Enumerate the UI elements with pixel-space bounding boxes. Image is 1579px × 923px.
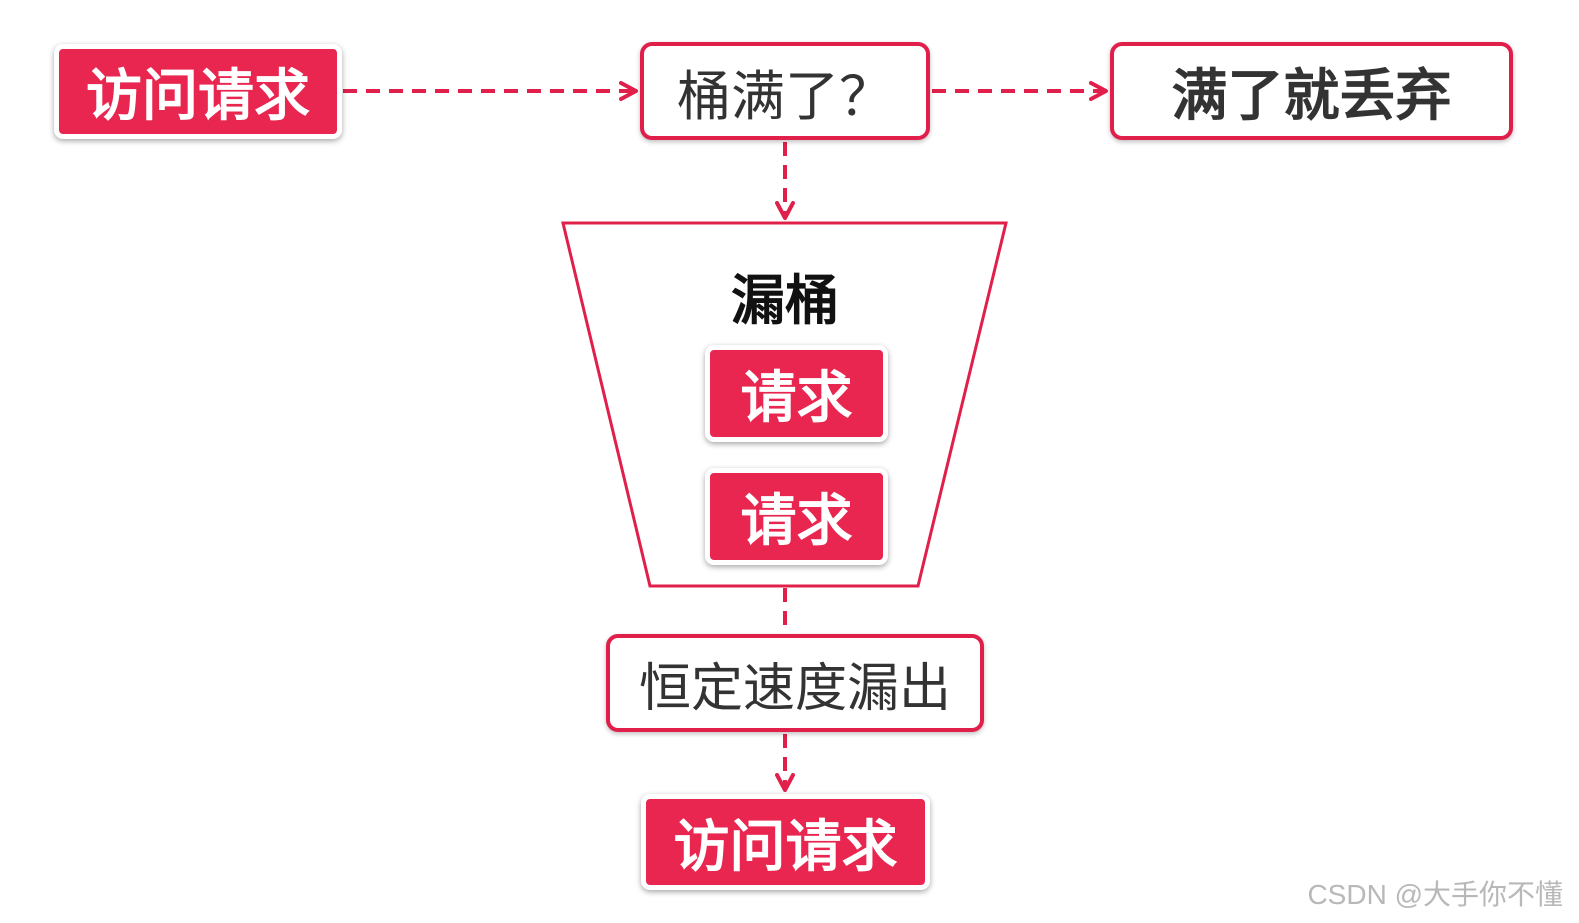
node-leak-rate: 恒定速度漏出: [606, 634, 984, 732]
node-discard: 满了就丢弃: [1110, 42, 1513, 140]
node-request-out-label: 访问请求: [673, 814, 898, 880]
node-bucket-request-1: 请求: [705, 345, 888, 442]
node-bucket-request-2-label: 请求: [740, 489, 853, 554]
node-full-check-label: 桶满了？: [677, 64, 893, 128]
node-request-out: 访问请求: [641, 794, 930, 890]
node-request-in-label: 访问请求: [86, 64, 310, 129]
node-discard-label: 满了就丢弃: [1171, 63, 1452, 129]
node-full-check: 桶满了？: [640, 42, 930, 140]
watermark: CSDN @大手你不懂: [1307, 879, 1563, 910]
node-request-in: 访问请求: [54, 44, 342, 139]
bucket-title: 漏桶: [731, 269, 839, 332]
node-bucket-request-1-label: 请求: [740, 366, 853, 431]
node-bucket-request-2: 请求: [705, 468, 888, 565]
node-leak-rate-label: 恒定速度漏出: [638, 658, 951, 719]
